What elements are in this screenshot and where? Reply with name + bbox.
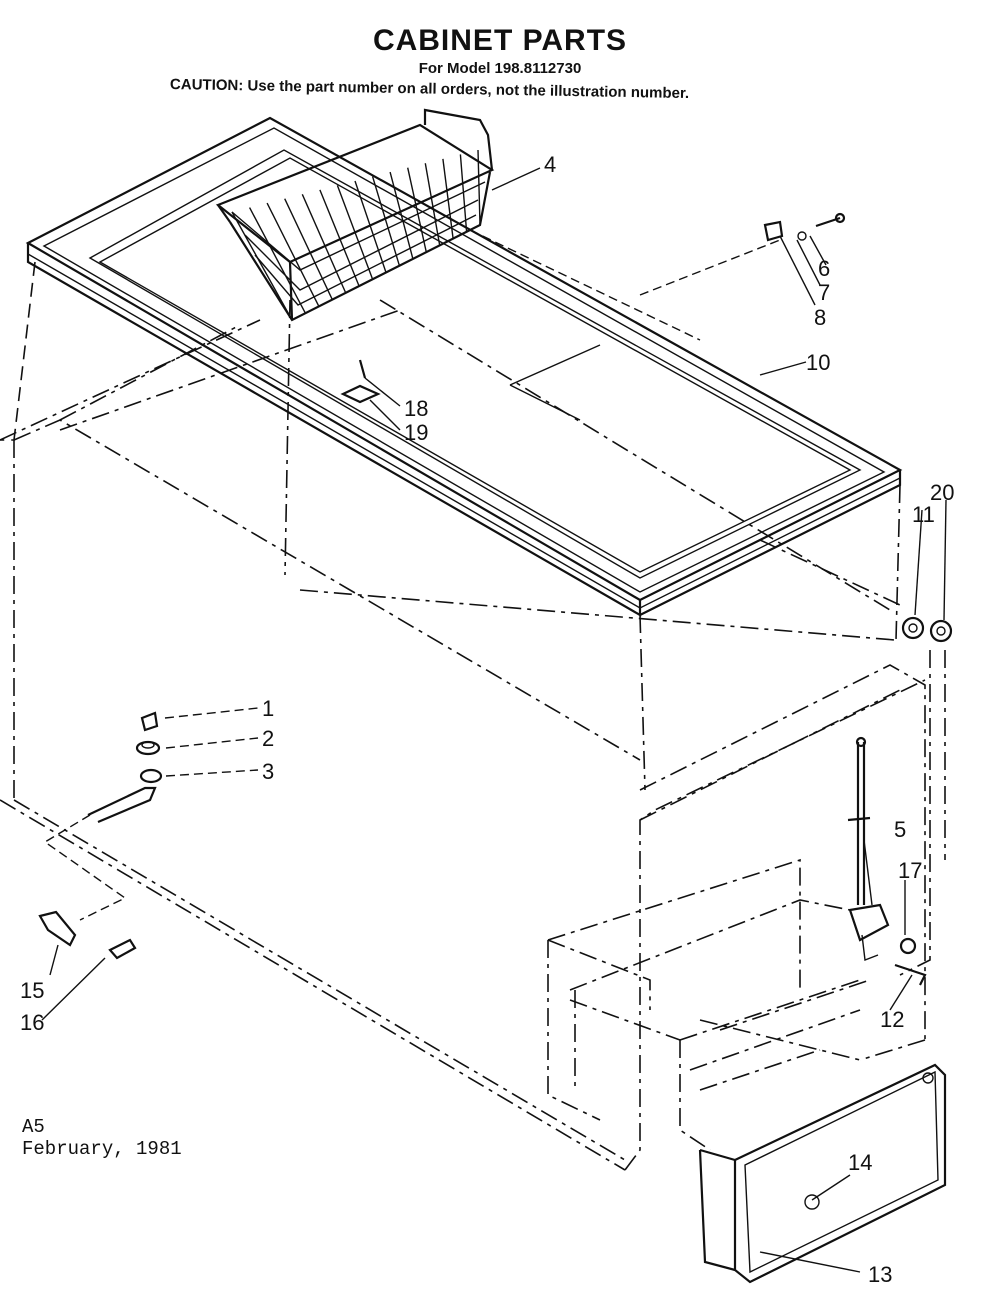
callout-17: 17	[898, 858, 922, 883]
diagram-title: CABINET PARTS	[372, 24, 628, 57]
callout-13: 13	[868, 1262, 892, 1287]
basket-wire	[424, 163, 441, 246]
basket-wire	[407, 167, 427, 253]
callout-15: 15	[20, 978, 44, 1003]
callout-7: 7	[818, 280, 830, 305]
leader-lines	[41, 167, 947, 1273]
revision-code: A5	[22, 1116, 45, 1138]
callout-18: 18	[404, 396, 428, 421]
basket-wire	[477, 149, 481, 226]
callout-14: 14	[848, 1150, 872, 1175]
hardware-drawing	[38, 212, 953, 986]
basket-wire	[284, 198, 333, 300]
basket-wire	[459, 154, 468, 232]
callout-19: 19	[404, 420, 428, 445]
revision-date: February, 1981	[22, 1138, 182, 1160]
callout-20: 20	[930, 480, 954, 505]
callout-numbers: 1 2 3 4 5 6 7 8 10 11 12 13 14 15 16 17 …	[20, 152, 954, 1287]
callout-10: 10	[806, 350, 830, 375]
callout-8: 8	[814, 305, 826, 330]
basket-wire	[354, 180, 387, 273]
callout-12: 12	[880, 1007, 904, 1032]
basket-wire	[336, 185, 374, 280]
model-number: For Model 198.8112730	[418, 60, 582, 77]
hinge-assembly-drawing	[847, 650, 946, 976]
revision-footer: A5 February, 1981	[22, 1116, 182, 1160]
callout-11: 11	[912, 502, 935, 527]
basket-drawing	[215, 108, 495, 322]
callout-1: 1	[262, 696, 274, 721]
cabinet-body-drawing	[0, 261, 926, 1171]
basket-wire	[319, 189, 360, 287]
callout-4: 4	[544, 152, 556, 177]
callout-16: 16	[20, 1010, 44, 1035]
callout-6: 6	[818, 256, 830, 281]
callout-5: 5	[894, 817, 906, 842]
basket-wire	[301, 194, 347, 294]
basket-wire	[248, 207, 307, 314]
basket-wire	[442, 158, 454, 239]
callout-2: 2	[262, 726, 274, 751]
basket-wire	[371, 176, 401, 266]
access-panel-drawing	[698, 1063, 947, 1284]
basket-wire	[389, 171, 414, 260]
basket-wire	[231, 211, 293, 321]
callout-3: 3	[262, 759, 274, 784]
basket-wire	[266, 202, 320, 307]
